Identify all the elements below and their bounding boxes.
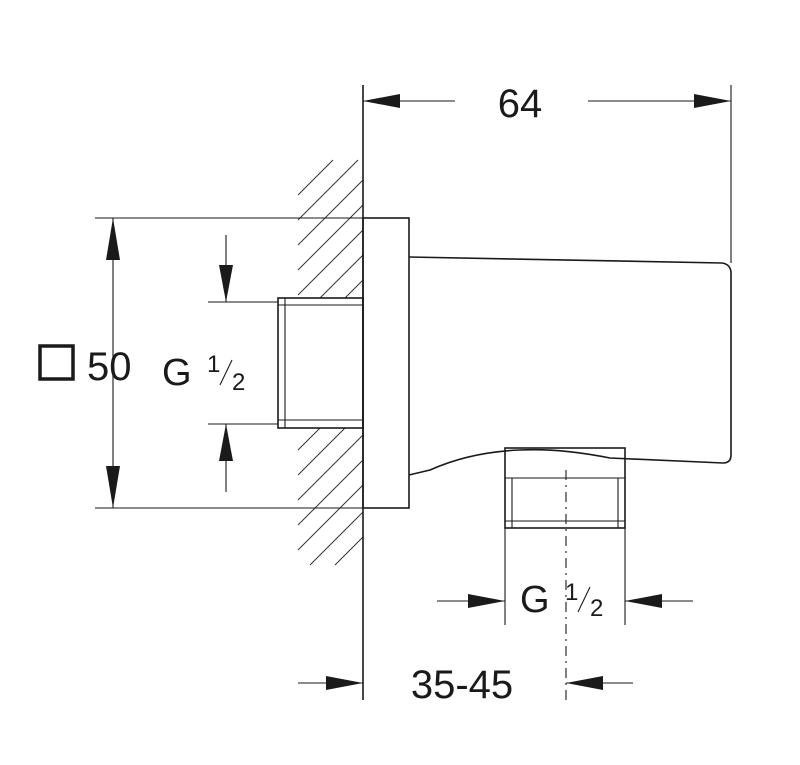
- wall-hatching-upper: [297, 159, 364, 299]
- dimension-35-45: 35-45: [298, 663, 633, 707]
- dimension-35-45-label: 35-45: [411, 663, 513, 707]
- wall-thread-label: G: [162, 352, 192, 394]
- wall-thread-fraction-num: 1: [207, 351, 220, 378]
- outlet-nozzle: [504, 447, 626, 529]
- outlet-thread-fraction-num: 1: [565, 579, 578, 606]
- dimension-50-label: 50: [87, 345, 132, 389]
- dimension-outlet-thread: G 1 2: [437, 579, 693, 622]
- dimension-64: 64: [363, 82, 731, 126]
- outlet-thread-fraction-den: 2: [590, 595, 603, 622]
- wall-thread-fraction-bar: [219, 359, 233, 386]
- wall-thread-fraction-den: 2: [232, 369, 245, 396]
- wall-hatching-lower: [297, 427, 364, 566]
- square-icon: [38, 344, 75, 381]
- outlet-thread-label: G: [520, 579, 550, 621]
- dimension-square-50: 50: [38, 218, 132, 508]
- outlet-body: [408, 256, 732, 476]
- wall-thread-nipple: [277, 297, 364, 429]
- dimension-wall-thread: G 1 2: [162, 235, 245, 492]
- outlet-thread-fraction-bar: [577, 586, 591, 613]
- dimension-64-label: 64: [498, 82, 543, 126]
- wall-flange: [362, 217, 410, 509]
